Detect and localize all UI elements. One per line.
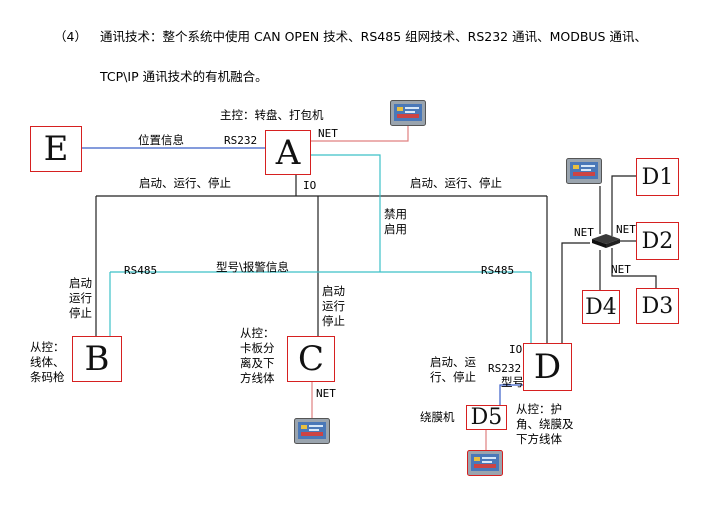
hmi-touchscreen-icon bbox=[294, 418, 330, 444]
node-d: D bbox=[523, 343, 572, 391]
paragraph-line-1: 通讯技术：整个系统中使用 CAN OPEN 技术、RS485 组网技术、RS23… bbox=[100, 29, 647, 44]
node-d2: D2 bbox=[636, 222, 679, 260]
label-position-info: 位置信息 bbox=[138, 133, 184, 147]
label-net-d2: NET bbox=[616, 223, 636, 236]
label-model-d: 型号 bbox=[501, 375, 524, 389]
label-slave-d: 从控：护 角、绕膜及 下方线体 bbox=[516, 402, 574, 446]
label-rs232-d: RS232 bbox=[488, 362, 522, 375]
line-switch-d3 bbox=[611, 248, 657, 288]
node-d5: D5 bbox=[466, 405, 507, 430]
label-rs232-a: RS232 bbox=[224, 134, 258, 147]
node-b: B bbox=[72, 336, 122, 382]
label-net-d1: NET bbox=[574, 226, 594, 239]
node-d1: D1 bbox=[636, 158, 679, 196]
node-d4: D4 bbox=[582, 290, 620, 324]
line-a-hmi bbox=[311, 126, 409, 142]
label-disable-enable: 禁用 启用 bbox=[384, 207, 407, 236]
label-model-alarm: 型号\报警信息 bbox=[216, 260, 289, 274]
node-e: E bbox=[30, 126, 82, 172]
node-d3: D3 bbox=[636, 288, 679, 324]
line-switch-d1 bbox=[611, 175, 636, 236]
label-start-run-stop-b: 启动 运行 停止 bbox=[69, 276, 92, 320]
node-c: C bbox=[287, 336, 335, 382]
node-a: A bbox=[265, 130, 311, 175]
line-d-d5 bbox=[499, 384, 523, 405]
label-io-a: IO bbox=[303, 179, 317, 192]
label-net-a: NET bbox=[318, 127, 338, 140]
label-master: 主控：转盘、打包机 bbox=[220, 108, 324, 122]
label-slave-b: 从控： 线体、 条码枪 bbox=[30, 340, 65, 384]
hmi-touchscreen-icon bbox=[390, 100, 426, 126]
label-net-d3: NET bbox=[611, 263, 631, 276]
hmi-touchscreen-icon bbox=[467, 450, 503, 476]
label-start-run-stop-left: 启动、运行、停止 bbox=[139, 176, 231, 190]
paragraph-number: （4） bbox=[54, 29, 87, 44]
network-switch-icon bbox=[592, 234, 620, 248]
label-start-run-stop-d: 启动、运 行、停止 bbox=[430, 355, 476, 384]
line-d-switch bbox=[561, 242, 590, 343]
label-start-run-stop-c: 启动 运行 停止 bbox=[322, 284, 345, 328]
label-rs485-left: RS485 bbox=[124, 264, 158, 277]
line-a-disable-enable bbox=[311, 154, 381, 272]
label-slave-c: 从控： 卡板分 离及下 方线体 bbox=[240, 326, 275, 385]
hmi-touchscreen-icon bbox=[566, 158, 602, 184]
label-net-c: NET bbox=[316, 387, 336, 400]
label-io-d: IO bbox=[509, 343, 523, 356]
paragraph-line-2: TCP\IP 通讯技术的有机融合。 bbox=[100, 69, 268, 84]
label-film-wrapper: 绕膜机 bbox=[420, 410, 455, 424]
label-rs485-right: RS485 bbox=[481, 264, 515, 277]
label-start-run-stop-right: 启动、运行、停止 bbox=[410, 176, 502, 190]
